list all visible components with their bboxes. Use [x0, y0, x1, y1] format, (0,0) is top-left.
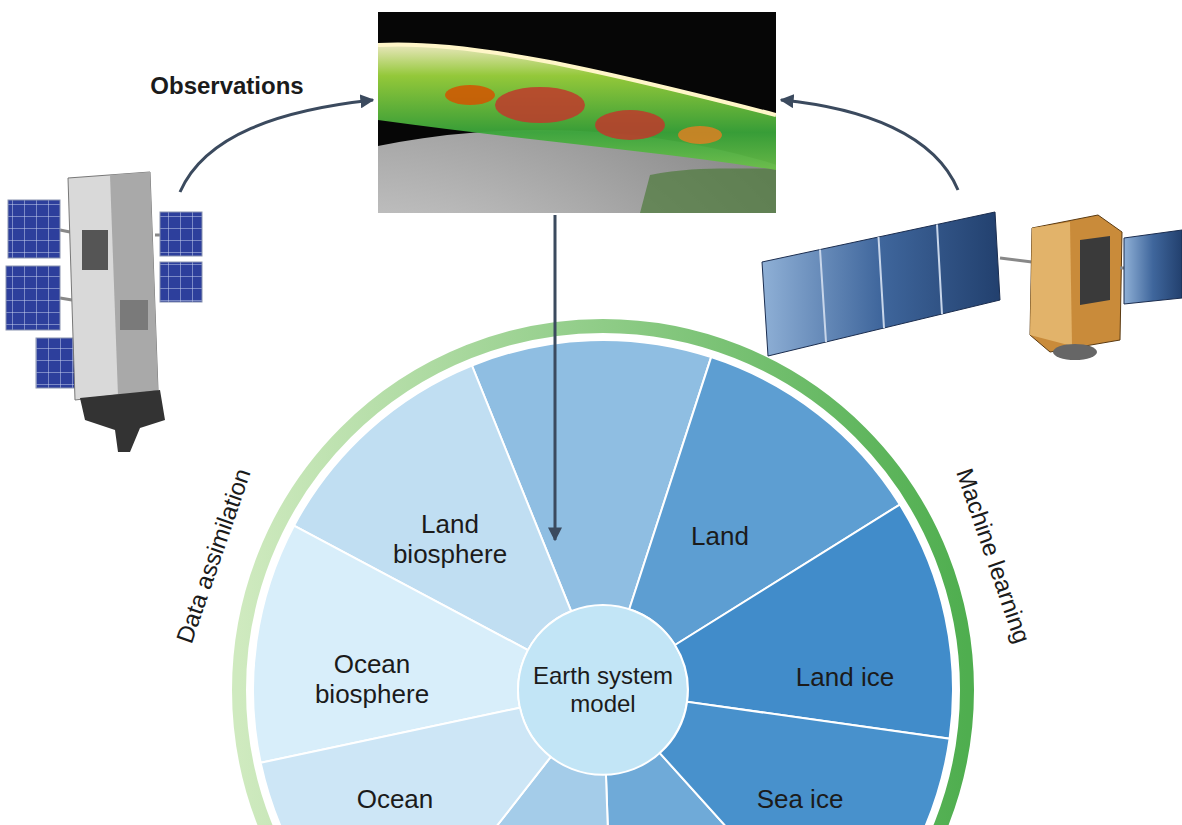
sector-shape — [261, 708, 551, 825]
right-satellite — [1000, 258, 1032, 262]
right-satellite — [1124, 230, 1182, 304]
flow-arrows — [781, 100, 958, 190]
method-ring — [239, 326, 967, 825]
observation-image — [495, 87, 585, 123]
right-satellite — [762, 212, 1182, 360]
component-name: Land — [691, 522, 749, 552]
component-name: Earth system model — [528, 662, 678, 717]
left-satellite — [8, 200, 60, 258]
right-satellite — [1080, 236, 1110, 305]
left-satellite — [60, 298, 72, 300]
sector-shape — [660, 702, 950, 825]
left-satellite — [60, 230, 70, 232]
flow-arrows — [554, 215, 557, 540]
component-name: Sea ice — [757, 785, 844, 815]
left-satellite — [6, 266, 60, 330]
right-satellite — [820, 225, 942, 343]
right-satellite — [1030, 215, 1122, 352]
right-satellite — [1030, 222, 1072, 346]
left-satellite — [82, 230, 108, 270]
component-name: Ocean biosphere — [297, 650, 447, 710]
observations-heading: Observations — [150, 72, 303, 100]
component-name: Land ice — [796, 663, 894, 693]
component-name: Ocean — [357, 785, 434, 815]
observation-image — [378, 44, 776, 170]
left-satellite — [160, 262, 202, 302]
component-sector: Ocean — [258, 705, 553, 825]
left-satellite — [6, 172, 202, 452]
observation-image — [640, 168, 776, 213]
observation-image — [0, 12, 1140, 825]
observation-image — [378, 44, 776, 115]
component-name: Land biosphere — [375, 510, 525, 570]
left-satellite — [80, 390, 165, 452]
left-satellite — [120, 300, 148, 330]
flow-arrows — [180, 100, 373, 192]
right-satellite — [762, 212, 1000, 356]
observation-image — [445, 85, 495, 105]
left-satellite — [160, 212, 202, 256]
label-layer: ObservationsData assimilationMachine lea… — [0, 0, 1182, 83]
right-satellite — [1053, 344, 1097, 360]
left-satellite — [68, 172, 158, 400]
observation-image — [595, 110, 665, 140]
component-sector: Sea ice — [658, 699, 952, 825]
observation-image — [378, 12, 776, 213]
sector-shape — [675, 505, 953, 739]
observation-image — [678, 126, 722, 144]
left-satellite — [110, 172, 158, 396]
